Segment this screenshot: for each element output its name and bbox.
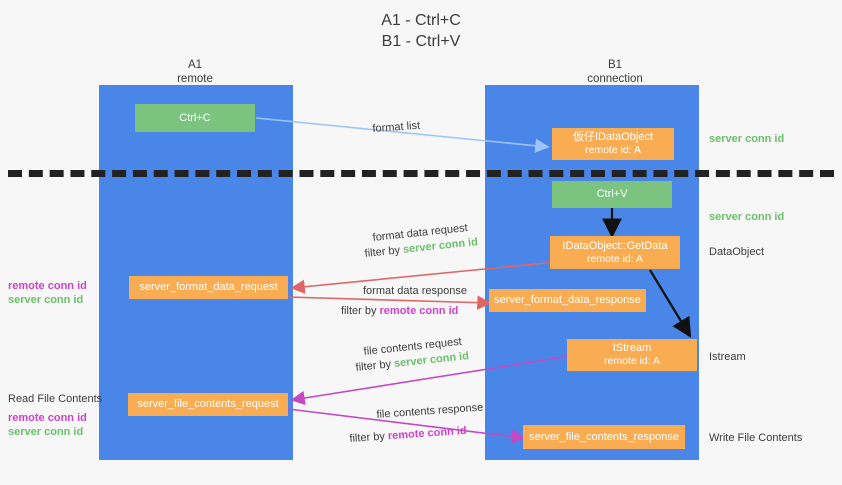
annotation-remote-conn-id-1: remote conn id — [8, 280, 87, 292]
label-fdr-filter-prefix: filter by — [364, 243, 404, 260]
box-server-file-contents-request-label: server_file_contents_request — [137, 398, 279, 410]
phase-divider — [8, 170, 834, 177]
label-format-list-text: format list — [372, 119, 421, 135]
annotation-write-file-contents: Write File Contents — [709, 432, 803, 444]
label-format-data-response-filter: filter by remote conn id — [341, 304, 458, 319]
arrow-format-list — [255, 117, 550, 153]
box-ctrl-c[interactable]: Ctrl+C — [135, 104, 255, 132]
arrow-file-contents-response — [287, 408, 526, 444]
arrow-getdata-to-istream — [649, 269, 692, 338]
box-server-format-data-request[interactable]: server_format_data_request — [129, 276, 288, 299]
box-istream-line1: IStream — [612, 342, 652, 354]
box-ctrl-c-label: Ctrl+C — [179, 111, 211, 124]
box-server-file-contents-response-label: server_file_contents_response — [529, 430, 679, 443]
box-server-file-contents-request[interactable]: server_file_contents_request — [128, 393, 288, 416]
arrow-file-contents-request — [290, 355, 571, 406]
arrow-format-data-request — [290, 261, 557, 294]
box-server-format-data-response-label: server_format_data_response — [494, 294, 641, 306]
box-idataobject[interactable]: 仮仔IDataObject remote id: A — [552, 128, 674, 160]
annotation-server-conn-id-2: server conn id — [8, 426, 84, 438]
label-fdrsp-filter-value: remote conn id — [379, 305, 459, 317]
box-server-format-data-request-label: server_format_data_request — [139, 281, 278, 293]
lane-b1-role: connection — [587, 73, 643, 85]
box-idataobject-line2: remote id: A — [584, 144, 642, 156]
page-title: A1 - Ctrl+C B1 - Ctrl+V — [0, 10, 842, 52]
arrow-format-data-response — [287, 295, 492, 310]
lane-a1-name: A1 — [187, 59, 203, 71]
label-format-data-response-text: format data response — [363, 285, 467, 297]
title-line-2: B1 - Ctrl+V — [381, 33, 461, 50]
annotation-remote-conn-id-2: remote conn id — [8, 412, 87, 424]
lane-a1-role: remote — [177, 73, 213, 85]
annotation-read-file-contents: Read File Contents — [8, 393, 103, 405]
box-getdata-line2: remote id: A — [586, 252, 644, 265]
annotation-server-conn-id-mid: server conn id — [709, 211, 785, 223]
box-server-file-contents-response[interactable]: server_file_contents_response — [523, 425, 685, 449]
annotation-istream: Istream — [709, 351, 746, 363]
lane-b1-name: B1 — [607, 59, 623, 71]
box-server-format-data-response[interactable]: server_format_data_response — [489, 289, 646, 312]
box-ctrl-v-label: Ctrl+V — [596, 188, 628, 200]
lane-header-a1: A1 remote — [125, 58, 265, 86]
label-format-data-response: format data response — [363, 284, 467, 299]
box-istream[interactable]: IStream remote id: A — [567, 339, 697, 371]
title-line-1: A1 - Ctrl+C — [381, 12, 461, 29]
label-fcr-filter-prefix: filter by — [355, 357, 395, 374]
box-idataobject-line1: 仮仔IDataObject — [572, 131, 654, 143]
label-fcrsp-filter-prefix: filter by — [349, 430, 389, 445]
annotation-server-conn-id-1: server conn id — [8, 294, 84, 306]
box-idataobject-getdata[interactable]: IDataObject::GetData remote id: A — [550, 236, 680, 269]
box-istream-line2: remote id: A — [603, 355, 661, 367]
box-getdata-line1: IDataObject::GetData — [562, 239, 668, 252]
annotation-dataobject: DataObject — [709, 246, 765, 258]
box-ctrl-v[interactable]: Ctrl+V — [552, 181, 672, 208]
lane-header-b1: B1 connection — [545, 58, 685, 86]
label-fdrsp-filter-prefix: filter by — [341, 305, 380, 317]
annotation-server-conn-id-top: server conn id — [709, 133, 785, 145]
